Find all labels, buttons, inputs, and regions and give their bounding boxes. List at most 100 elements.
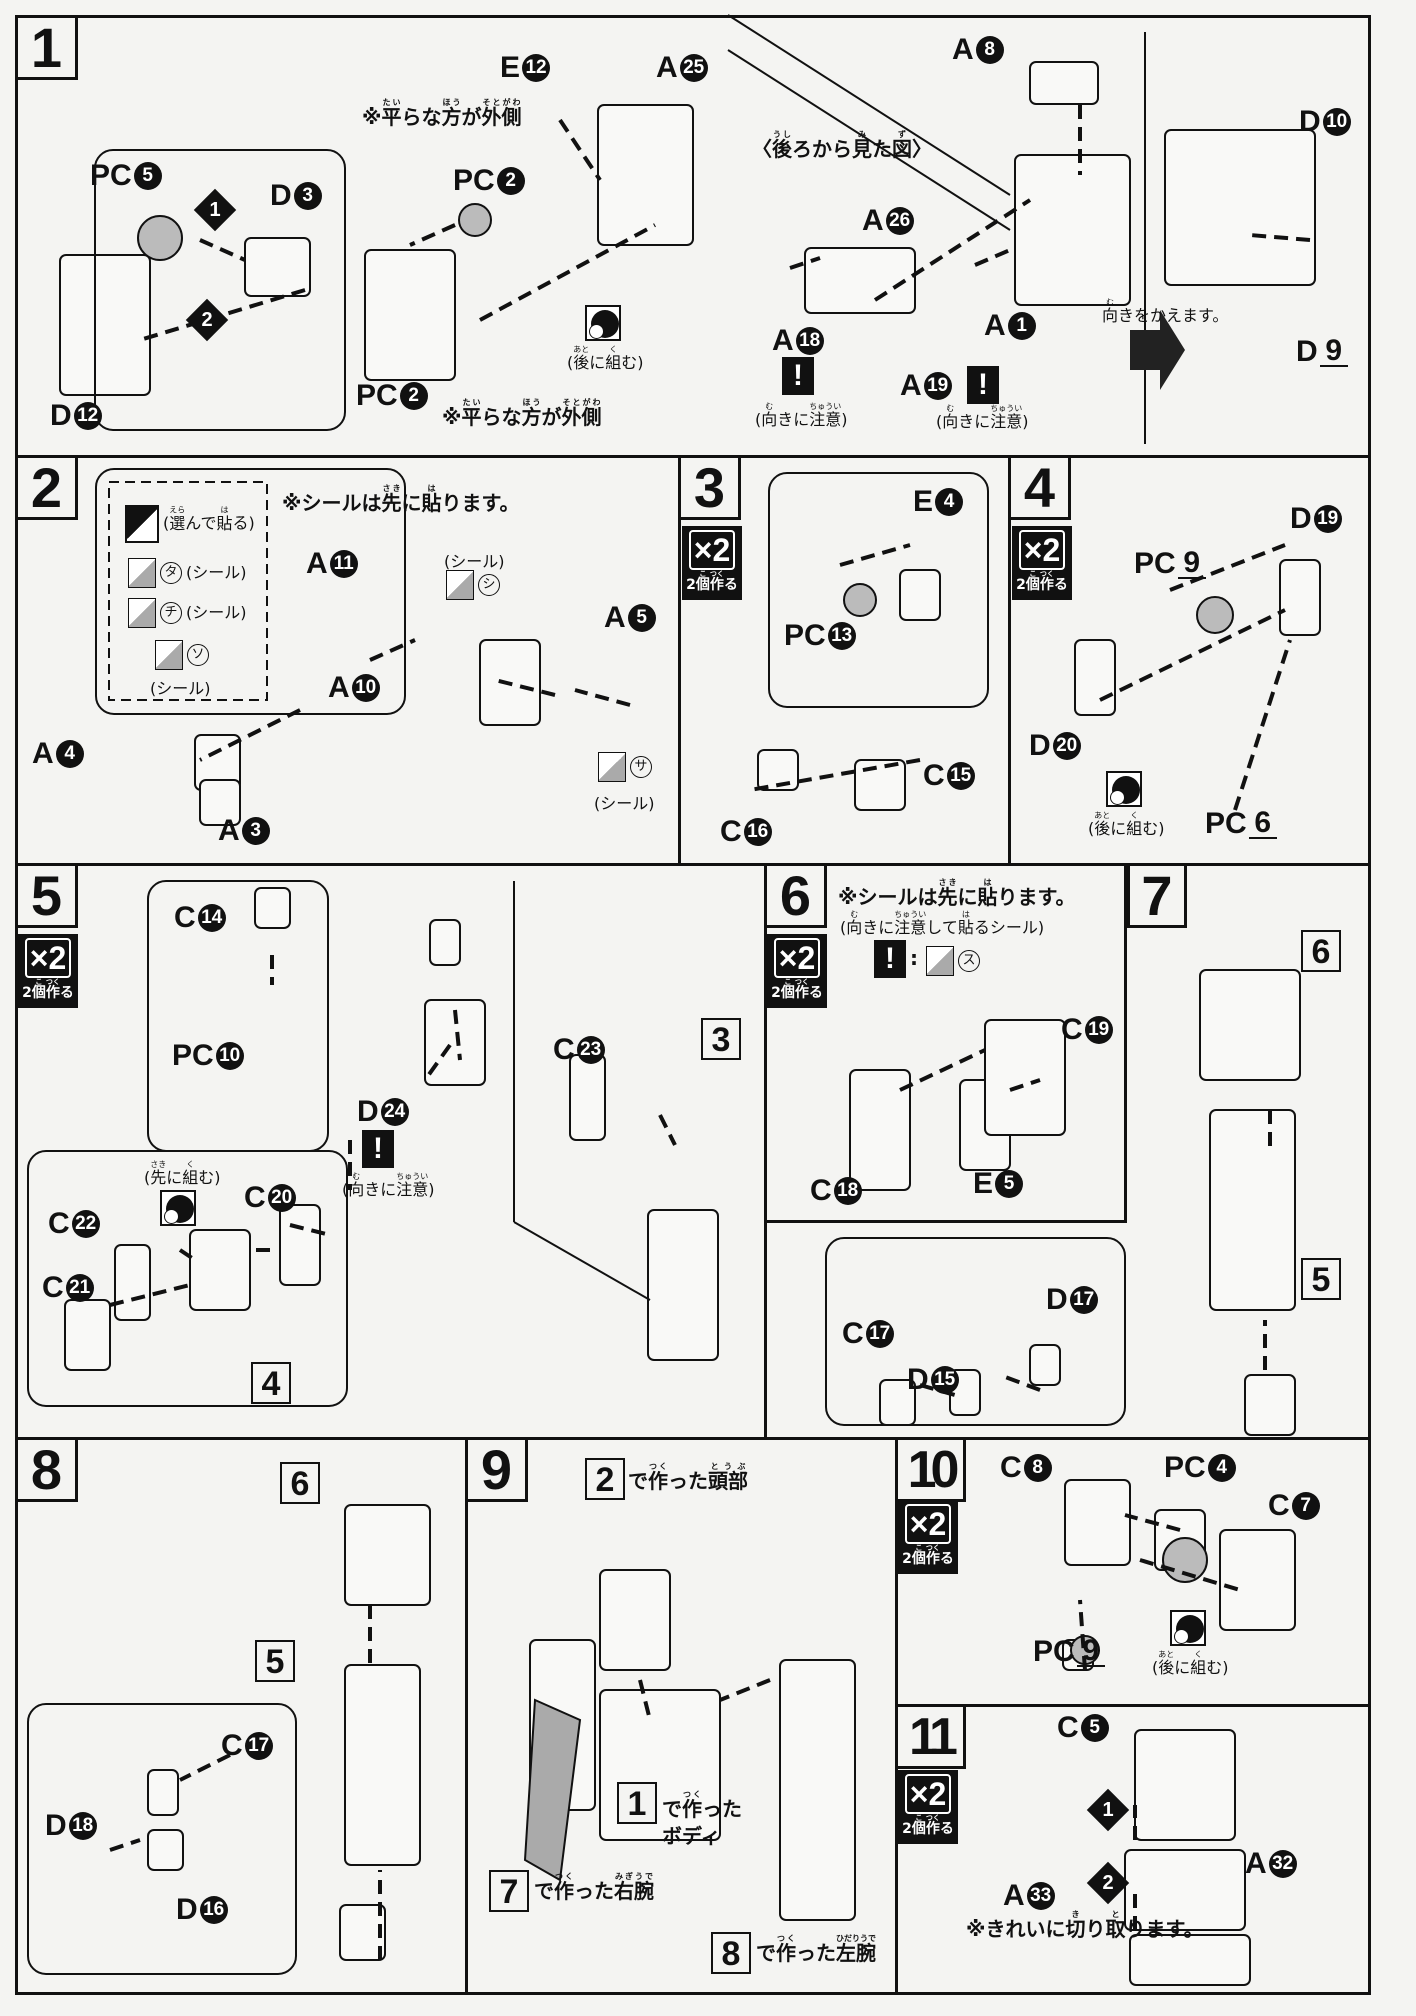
sticker-callout: チ(シール) (128, 598, 247, 628)
polycap-drawing (137, 215, 183, 261)
ruby-text: 向む (761, 402, 778, 429)
seal-label: (シール) (150, 679, 211, 698)
right-arm-reference-label: で作つくった右腕みぎうで (534, 1872, 654, 1903)
part-drawing (1029, 61, 1099, 105)
ruby-text: 個こ (780, 978, 795, 1001)
turn-around-label: 向むきをかえます。 (1102, 298, 1229, 325)
part-drawing (364, 249, 456, 381)
dashed-arrow (1139, 1558, 1241, 1592)
ruby-text: 個こ (1025, 570, 1040, 593)
dashed-arrow (409, 223, 456, 247)
part-drawing (1164, 129, 1316, 286)
polycap-drawing (1196, 596, 1234, 634)
ruby-text: 作つく (45, 978, 60, 1001)
part-drawing (1014, 154, 1131, 306)
step-number-1: 1 (18, 18, 78, 80)
sticker-icon (128, 558, 156, 588)
part-drawing (147, 1769, 179, 1816)
sticker-icon (598, 752, 626, 782)
step-reference-box: 1 (617, 1782, 657, 1824)
ruby-text: 組く (1190, 1650, 1207, 1677)
ruby-text: 切き (1065, 1910, 1086, 1941)
part-drawing (899, 569, 941, 621)
step-10-panel (895, 1437, 1371, 1707)
dashed-arrow (199, 708, 301, 762)
part-drawing (1279, 559, 1321, 636)
flat-side-out-note: ※平たいらな方ほうが外側そとがわ (362, 98, 522, 129)
ruby-text: 先さき (150, 1160, 167, 1187)
ruby-text: 組く (182, 1160, 199, 1187)
ruby-text: 作つく (554, 1872, 574, 1903)
ruby-text: 注意ちゅうい (809, 402, 842, 429)
caution-label: (向むきに注意ちゅうい) (755, 402, 848, 429)
sticker-icon (128, 598, 156, 628)
dashed-arrow (179, 1753, 231, 1782)
part-drawing (1129, 1934, 1251, 1986)
ruby-text: 注意ちゅうい (894, 910, 927, 937)
part-drawing (59, 254, 151, 396)
step-number-7: 7 (1127, 866, 1187, 928)
dashed-arrow (719, 1678, 771, 1702)
ruby-text: 貼は (957, 910, 974, 937)
ruby-text: 個こ (911, 1544, 926, 1567)
ruby-text: 作つく (648, 1462, 668, 1493)
turn-arrow-icon (1130, 310, 1185, 390)
assemble-first-icon (160, 1190, 196, 1226)
ruby-text: 作つく (776, 1934, 796, 1965)
polycap-drawing (458, 203, 492, 237)
ruby-text: 後あと (573, 345, 590, 372)
ruby-text: 頭部とうぶ (708, 1462, 748, 1493)
step-number-9: 9 (468, 1440, 528, 1502)
callout-bubble (768, 472, 989, 708)
step-number-11: 11 (898, 1707, 966, 1769)
part-drawing (984, 1019, 1066, 1136)
order-step-marker: 2 (1086, 1861, 1130, 1905)
part-drawing (114, 1244, 151, 1321)
sticker-icon (926, 946, 954, 976)
sticker-callout: タ(シール) (128, 558, 247, 588)
part-drawing (647, 1209, 719, 1361)
step-2-panel (15, 455, 681, 866)
ruby-text: 向む (846, 910, 863, 937)
ruby-text: 先さき (381, 484, 402, 515)
ruby-text: 右腕みぎうで (614, 1872, 654, 1903)
sticker-choice-box (108, 481, 268, 701)
dashed-arrow (658, 1114, 677, 1146)
ruby-text: 左腕ひだりうで (836, 1934, 876, 1965)
assemble-later-icon (1106, 771, 1142, 807)
caution-icon: ! (782, 357, 814, 395)
ruby-text: 貼は (977, 878, 998, 909)
choose-and-apply: (選えらんで貼はる) (125, 505, 255, 543)
seal-label: (シール) (444, 552, 505, 571)
ruby-text: 組く (1126, 811, 1143, 838)
part-drawing (1064, 1479, 1131, 1566)
step-number-3: 3 (681, 458, 741, 520)
part-drawing (1199, 969, 1301, 1081)
left-arm-reference-label: で作つくった左腕ひだりうで (756, 1934, 876, 1965)
sticker-callout: ソ (155, 640, 209, 670)
ruby-text: 方ほう (441, 98, 462, 129)
